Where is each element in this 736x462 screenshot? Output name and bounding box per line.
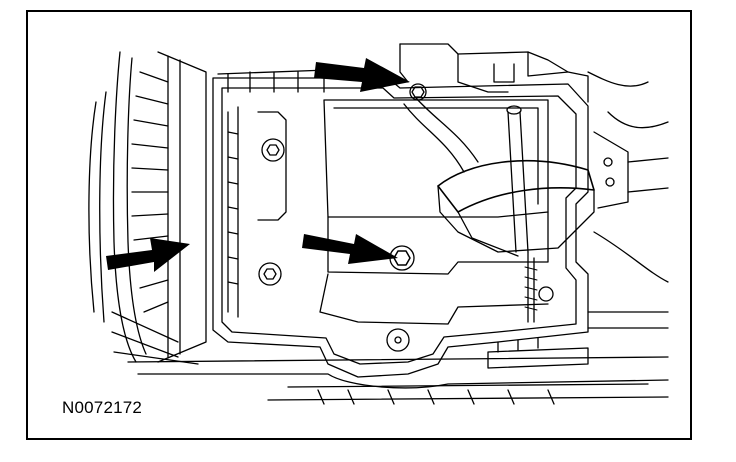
upper-arrow-icon [314,58,410,92]
figure-id-label: N0072172 [62,398,143,417]
tray-bolt-upper-icon [262,139,284,161]
lower-frame [128,338,668,404]
battery-tray-diagram [28,12,692,440]
left-ribbed-panel [89,52,206,364]
drain-hole-icon [387,329,409,351]
left-arrow-icon [106,238,190,272]
top-bolt-icon [410,84,426,100]
tray-bolt-lower-icon [259,263,281,285]
upper-bracket [400,44,588,102]
battery-tray [213,70,588,377]
hold-down-clamp [404,98,594,322]
middle-arrow-icon [302,234,398,264]
figure-frame: N0072172 [26,10,692,440]
right-side-components [588,72,668,328]
